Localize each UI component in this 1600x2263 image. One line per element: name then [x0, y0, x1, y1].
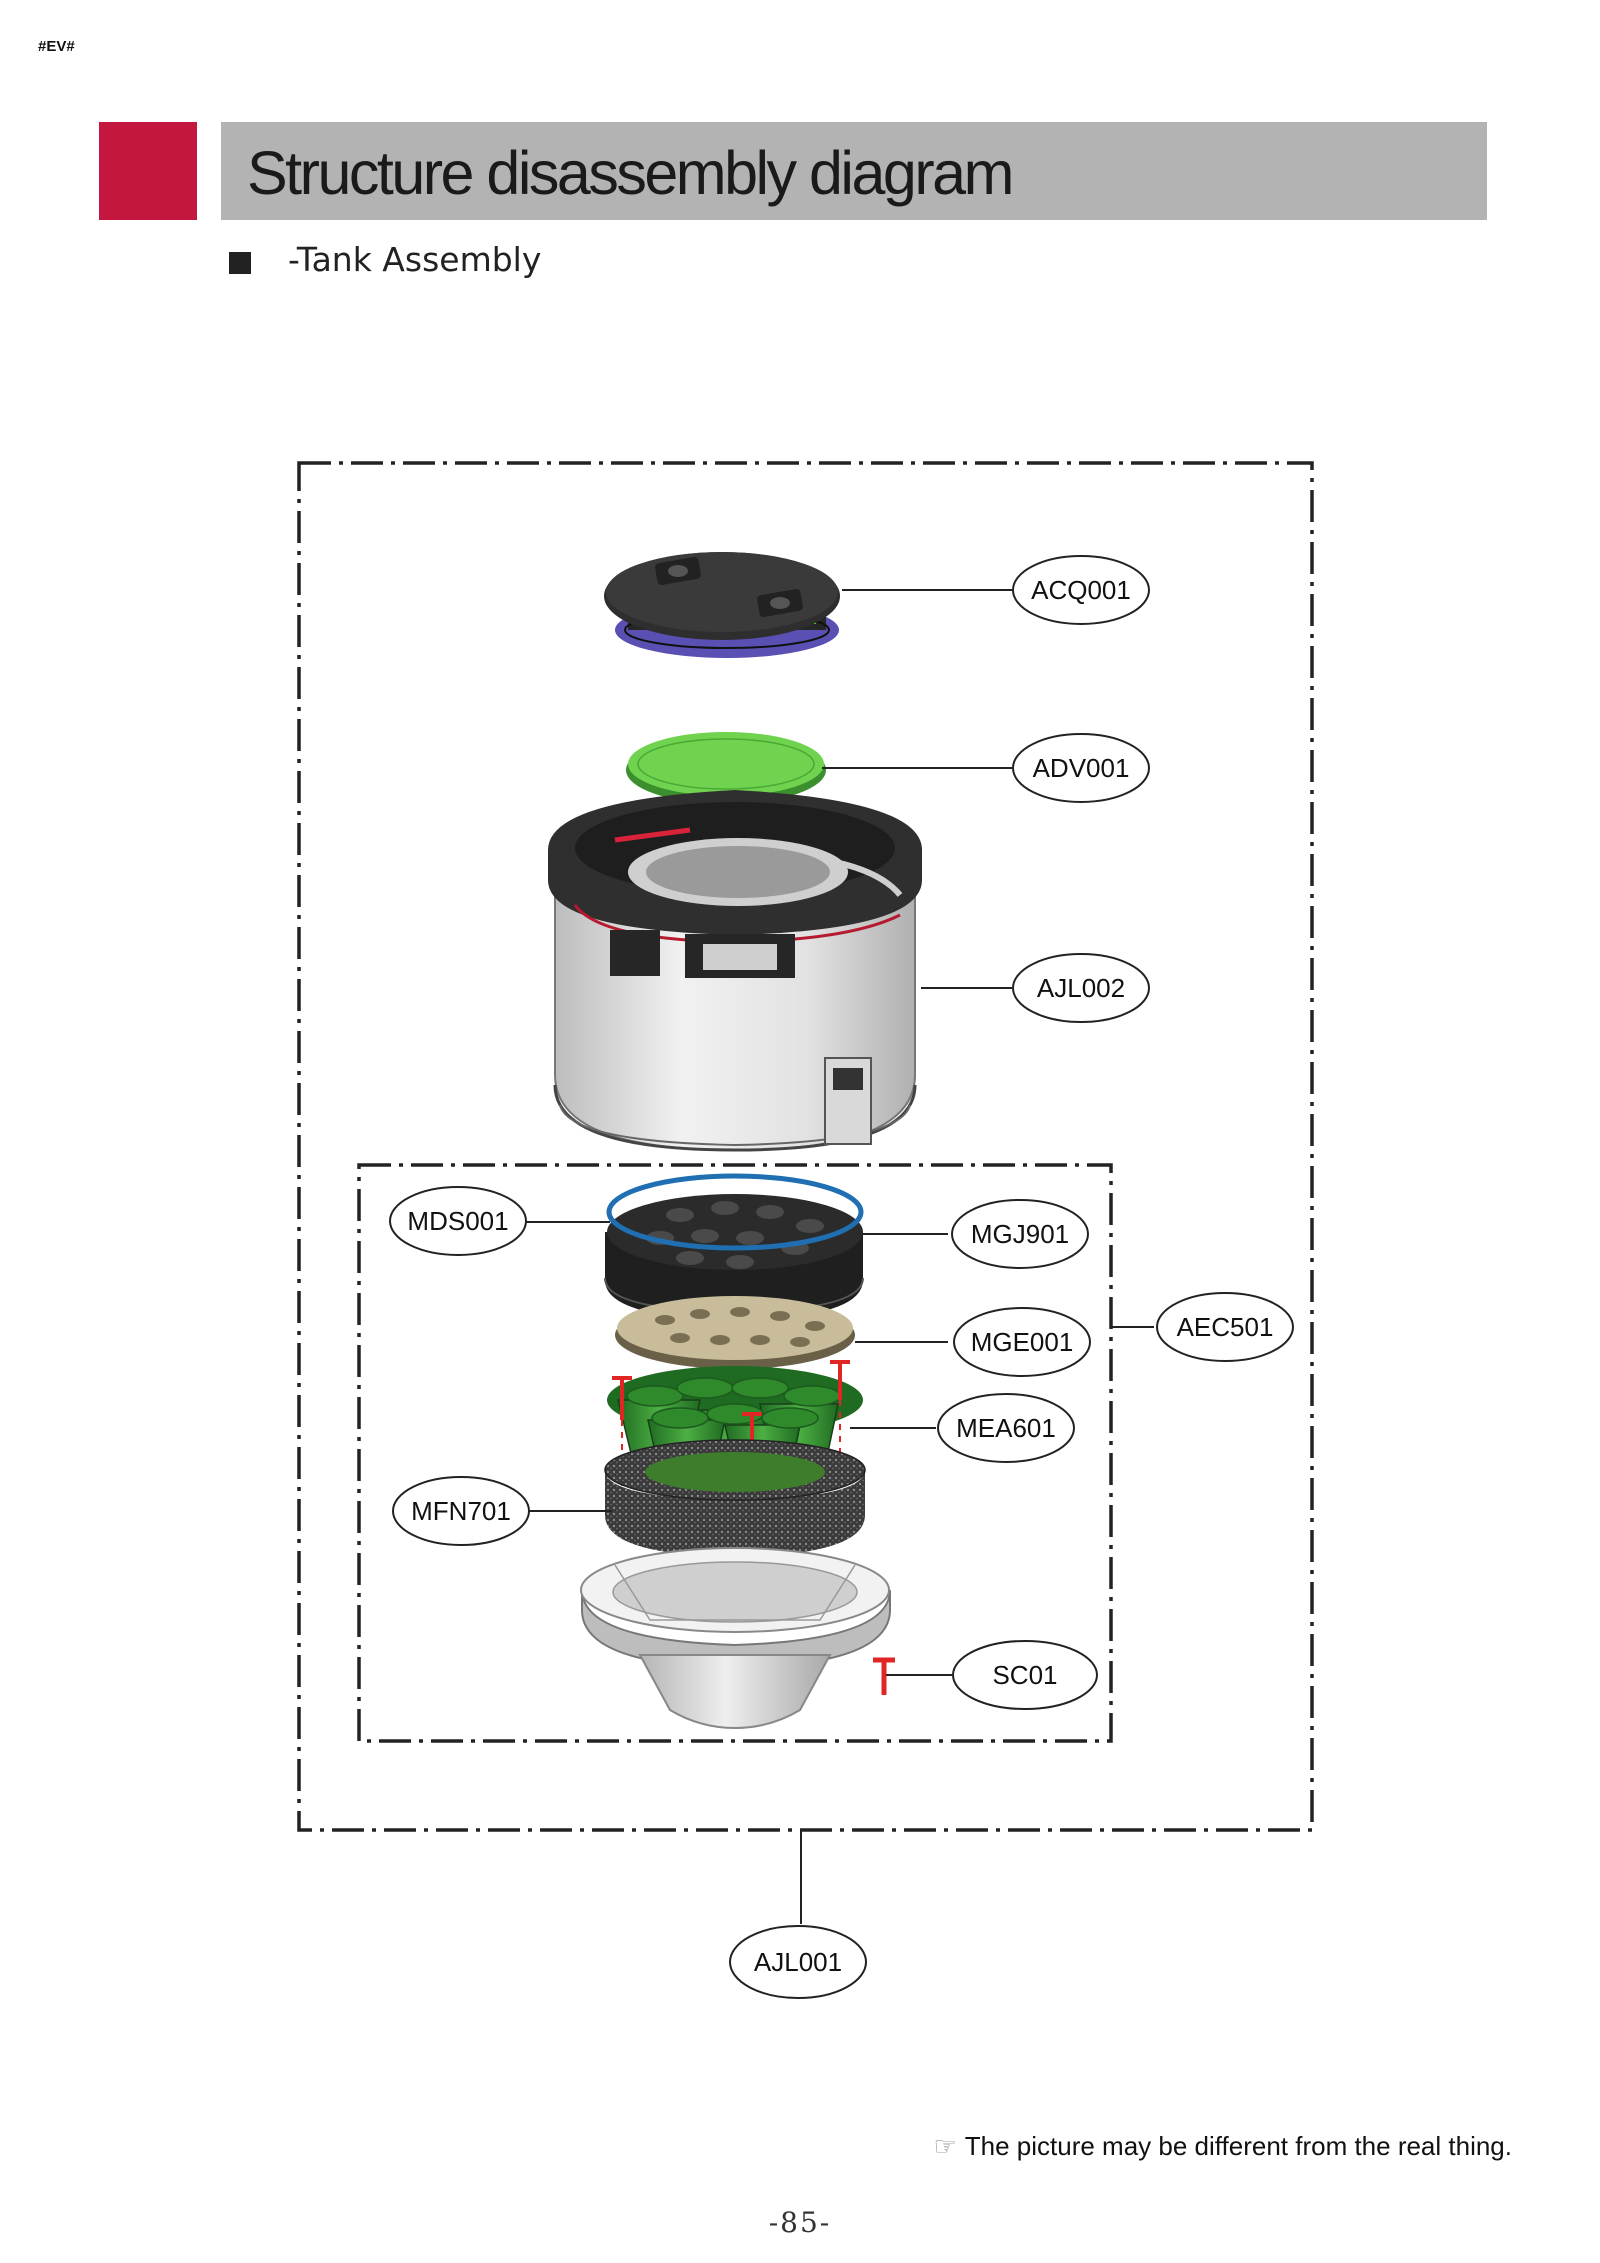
part-adv001-disc [626, 732, 826, 804]
svg-text:MDS001: MDS001 [407, 1206, 508, 1236]
part-mge001-mesh [615, 1296, 855, 1369]
footnote-text: The picture may be different from the re… [964, 2131, 1512, 2161]
svg-text:AJL001: AJL001 [754, 1947, 842, 1977]
svg-text:SC01: SC01 [992, 1660, 1057, 1690]
sc01-screw-icon [873, 1657, 895, 1695]
svg-text:AEC501: AEC501 [1177, 1312, 1274, 1342]
bullet-square-icon [229, 252, 251, 274]
part-label-mfn701: MFN701 [392, 1476, 530, 1546]
outer-assembly-frame [297, 461, 1314, 1832]
part-label-mgj901: MGJ901 [951, 1199, 1089, 1269]
part-cone-basket [580, 1547, 891, 1730]
part-label-adv001: ADV001 [1012, 733, 1150, 803]
part-acq001-cap [604, 552, 840, 658]
svg-text:MEA601: MEA601 [956, 1413, 1056, 1443]
part-label-ajl001: AJL001 [729, 1925, 867, 1999]
part-label-mge001: MGE001 [953, 1307, 1091, 1377]
svg-text:MGJ901: MGJ901 [971, 1219, 1069, 1249]
part-mfn701-foam [604, 1439, 866, 1557]
svg-text:AJL002: AJL002 [1037, 973, 1125, 1003]
blue-seal-ring [606, 1173, 864, 1251]
footnote: ☞The picture may be different from the r… [933, 2131, 1512, 2162]
part-ajl002-bin [548, 790, 922, 1152]
corner-tag: #EV# [38, 38, 75, 55]
leader-lines [523, 589, 1154, 1924]
part-label-mds001: MDS001 [389, 1186, 527, 1256]
part-label-aec501: AEC501 [1156, 1292, 1294, 1362]
screw-icons [612, 1360, 850, 1520]
pointing-hand-icon: ☞ [933, 2131, 957, 2161]
title-accent-block [99, 122, 197, 220]
part-label-mea601: MEA601 [937, 1393, 1075, 1463]
part-label-acq001: ACQ001 [1012, 555, 1150, 625]
svg-text:MFN701: MFN701 [411, 1496, 511, 1526]
page-number: -85- [768, 2206, 832, 2239]
svg-text:MGE001: MGE001 [971, 1327, 1074, 1357]
inner-assembly-frame [357, 1163, 1113, 1743]
part-label-sc01: SC01 [952, 1640, 1098, 1710]
page-title: Structure disassembly diagram [247, 139, 1014, 207]
svg-text:ACQ001: ACQ001 [1031, 575, 1131, 605]
part-mgj901-cover [604, 1173, 864, 1320]
title-bar: Structure disassembly diagram [221, 122, 1487, 220]
part-label-ajl002: AJL002 [1012, 953, 1150, 1023]
svg-text:ADV001: ADV001 [1033, 753, 1130, 783]
section-label: -Tank Assembly [288, 240, 542, 279]
